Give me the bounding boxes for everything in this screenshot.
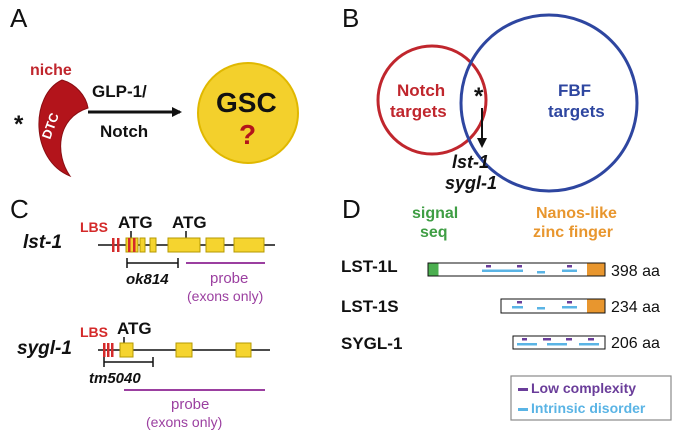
lbs-mark: [112, 238, 115, 252]
protein-sygl-1: SYGL-1 206 aa: [341, 334, 660, 353]
signal-sequence: [428, 263, 439, 276]
legend-swatch-low-complexity: [518, 388, 528, 391]
zinc-finger: [587, 299, 605, 313]
protein-bar: [500, 298, 606, 314]
lbs-mark: [107, 343, 110, 357]
legend: Low complexity Intrinsic disorder: [510, 375, 672, 421]
signal-header-line2: seq: [420, 224, 448, 241]
panel-c: C lst-1 LBS ATG ATG ok814 probe: [10, 194, 275, 430]
notch-targets-circle: [376, 44, 488, 156]
panel-b-asterisk: *: [474, 83, 484, 110]
exon: [233, 237, 265, 253]
zinc-header-line2: zinc finger: [533, 224, 613, 241]
legend-box: [510, 375, 672, 421]
panel-d-letter: D: [342, 194, 361, 224]
signal-label-line1: GLP-1/: [92, 82, 147, 101]
notch-targets-line2: targets: [390, 102, 447, 121]
panel-c-letter: C: [10, 194, 29, 224]
probe-label: probe: [210, 270, 248, 287]
atg-label-1: ATG: [118, 213, 153, 232]
result-gene-1: lst-1: [452, 152, 489, 172]
exon: [235, 342, 252, 358]
low-complexity-mark: [517, 301, 522, 304]
signal-header-line1: signal: [412, 205, 458, 222]
protein-name: LST-1L: [341, 257, 398, 276]
result-gene-2: sygl-1: [445, 173, 497, 193]
protein-name: SYGL-1: [341, 334, 402, 353]
protein-bar: [512, 335, 606, 350]
gsc-label: GSC: [216, 87, 277, 118]
lbs-mark: [103, 343, 106, 357]
exon: [167, 237, 201, 253]
protein-length: 398 aa: [611, 263, 660, 280]
deletion-label: ok814: [126, 271, 169, 288]
notch-targets-line1: Notch: [397, 81, 445, 100]
protein-length: 206 aa: [611, 335, 660, 352]
low-complexity-mark: [567, 301, 572, 304]
deletion-label: tm5040: [89, 370, 141, 387]
lbs-mark: [133, 238, 136, 252]
panel-b: B Notch targets FBF targets * lst-1 sygl…: [342, 3, 639, 193]
lbs-mark: [117, 238, 120, 252]
gene-lst-1: lst-1 LBS ATG ATG ok814 probe (exons onl…: [23, 213, 275, 304]
disorder-mark: [562, 269, 577, 272]
exon: [125, 237, 139, 253]
low-complexity-mark: [588, 338, 594, 341]
protein-length: 234 aa: [611, 299, 660, 316]
low-complexity-mark: [567, 265, 572, 268]
exon: [119, 342, 134, 358]
legend-swatch-disorder: [518, 408, 528, 411]
low-complexity-mark: [566, 338, 572, 341]
probe-note: (exons only): [187, 288, 263, 304]
exon: [205, 237, 225, 253]
lbs-label: LBS: [80, 324, 108, 340]
atg-label-2: ATG: [172, 213, 207, 232]
exon: [175, 342, 193, 358]
panel-a: A niche DTC * GLP-1/ Notch GSC ?: [10, 3, 299, 178]
probe-label: probe: [171, 396, 209, 413]
protein-lst-1l: LST-1L 398 aa: [341, 257, 660, 280]
probe-note: (exons only): [146, 414, 222, 430]
atg-label-1: ATG: [117, 319, 152, 338]
fbf-targets-circle: [459, 13, 639, 193]
disorder-mark: [517, 343, 537, 346]
exon: [149, 237, 157, 253]
gsc-question: ?: [239, 119, 256, 150]
lbs-label: LBS: [80, 219, 108, 235]
disorder-mark: [537, 271, 545, 274]
gene-name: lst-1: [23, 232, 62, 253]
lbs-mark: [111, 343, 114, 357]
dtc-crescent: [38, 79, 89, 178]
fbf-targets-line2: targets: [548, 102, 605, 121]
zinc-header-line1: Nanos-like: [536, 205, 617, 222]
disorder-mark: [537, 307, 545, 310]
protein-name: LST-1S: [341, 297, 399, 316]
gene-name: sygl-1: [17, 338, 72, 359]
niche-label: niche: [30, 62, 72, 79]
fbf-targets-line1: FBF: [558, 81, 591, 100]
signal-label-line2: Notch: [100, 122, 148, 141]
exon: [139, 237, 146, 253]
panel-a-asterisk: *: [14, 111, 24, 138]
disorder-mark: [547, 343, 567, 346]
disorder-mark: [579, 343, 599, 346]
panel-d: D signal seq Nanos-like zinc finger LST-…: [341, 194, 672, 421]
gsc-circle: [197, 62, 299, 164]
disorder-mark: [562, 306, 577, 309]
protein-lst-1s: LST-1S 234 aa: [341, 297, 660, 316]
panel-b-letter: B: [342, 3, 359, 33]
low-complexity-mark: [522, 338, 527, 341]
lbs-mark: [128, 238, 131, 252]
gene-sygl-1: sygl-1 LBS ATG tm5040 probe (exons only): [17, 319, 270, 430]
legend-label-disorder: Intrinsic disorder: [531, 400, 646, 416]
low-complexity-mark: [486, 265, 491, 268]
low-complexity-mark: [517, 265, 522, 268]
zinc-finger: [587, 263, 605, 276]
low-complexity-mark: [543, 338, 551, 341]
panel-a-letter: A: [10, 3, 28, 33]
disorder-mark: [482, 269, 523, 272]
legend-label-low-complexity: Low complexity: [531, 380, 636, 396]
disorder-mark: [512, 306, 523, 309]
